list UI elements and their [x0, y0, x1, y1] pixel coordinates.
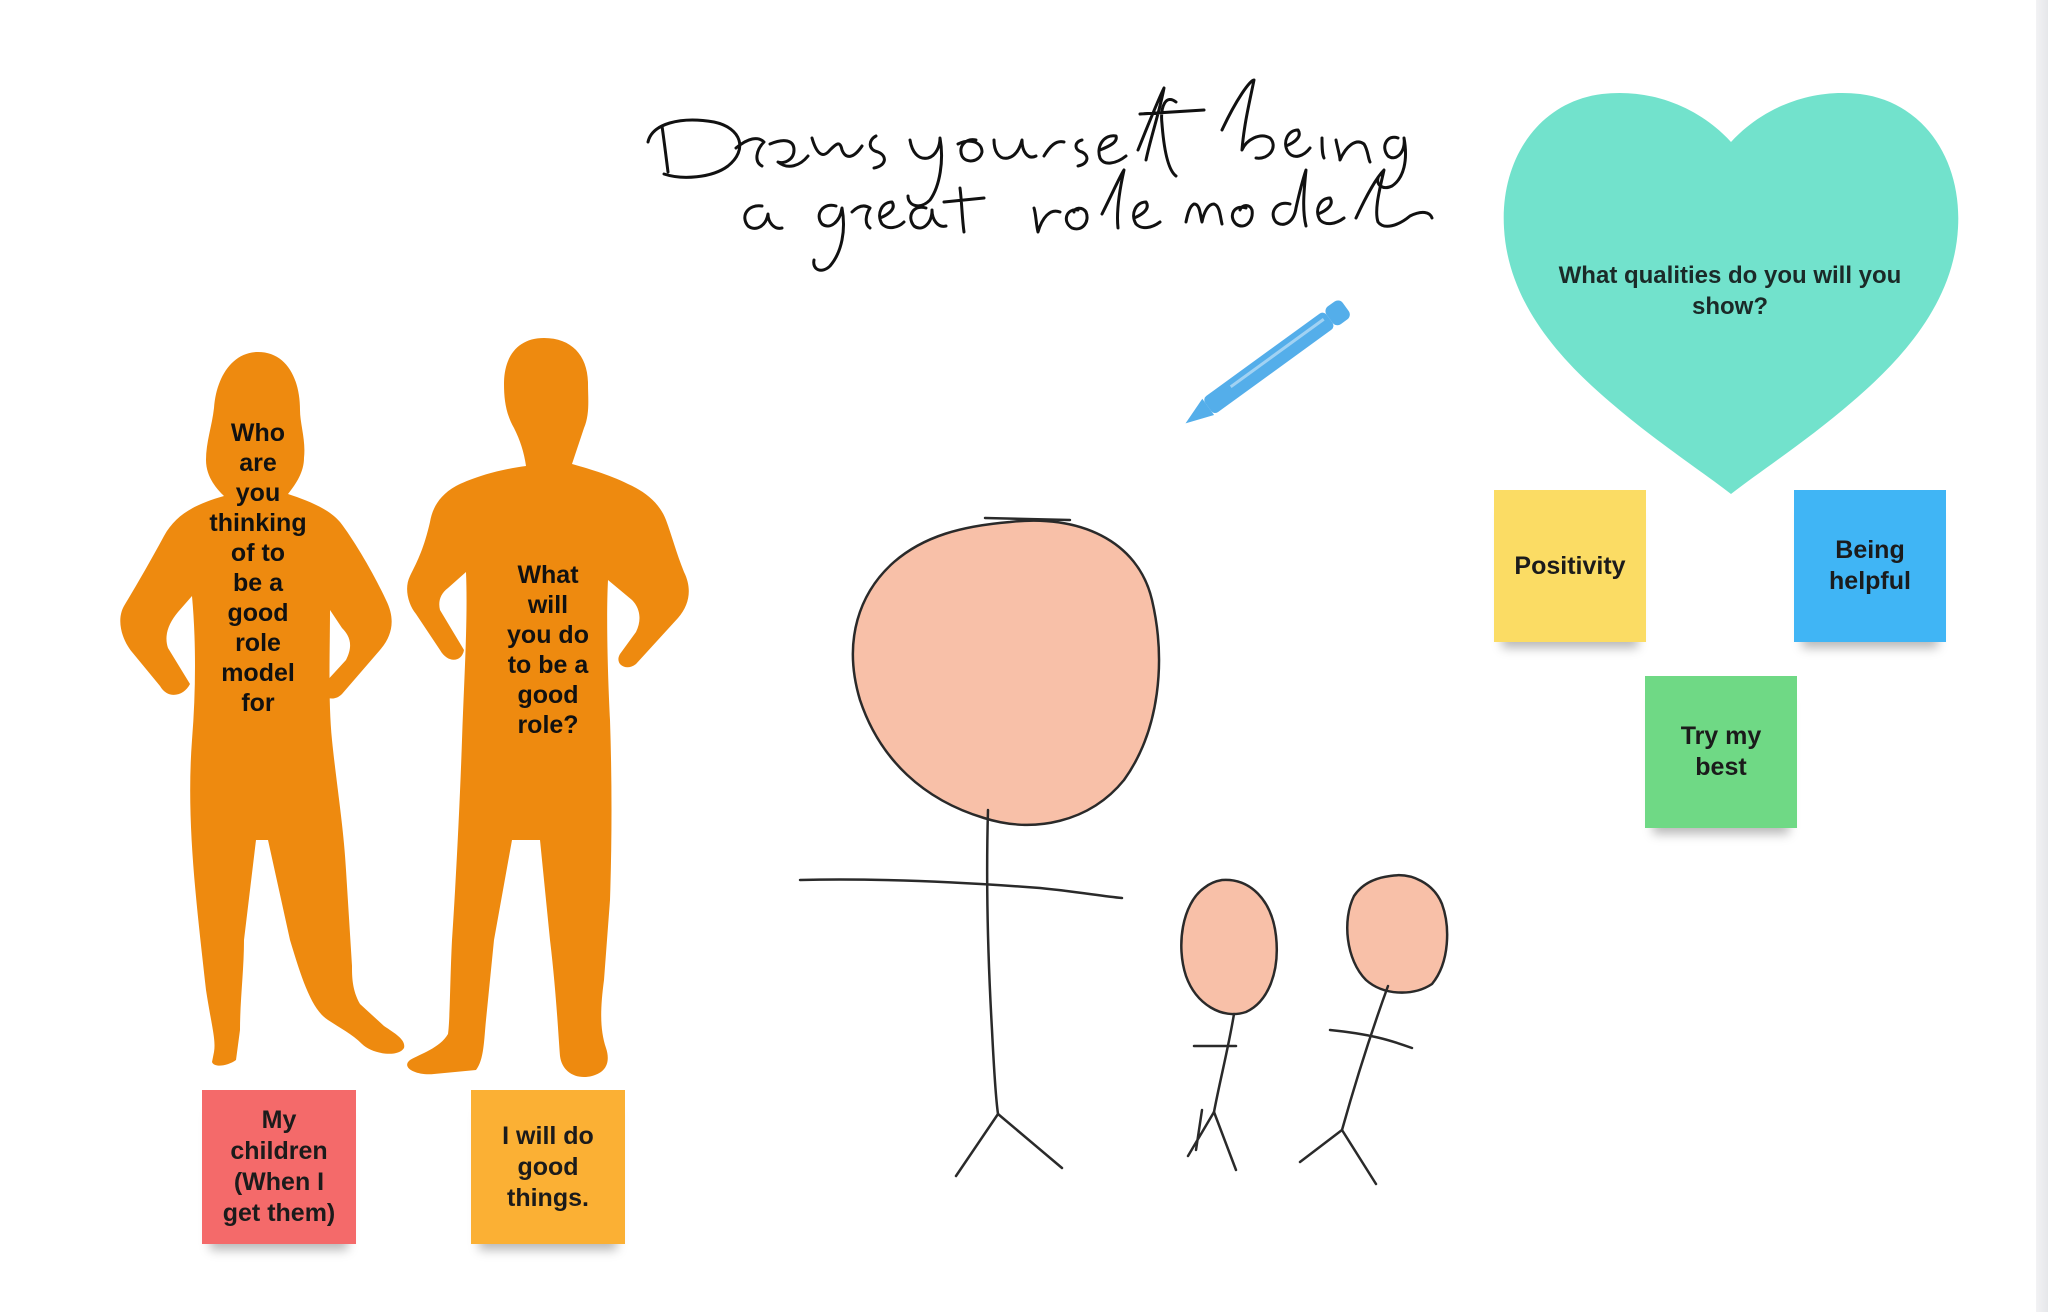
- title-word-a: [743, 204, 784, 230]
- pencil-highlight: [1229, 318, 1325, 389]
- canvas-edge: [2036, 0, 2048, 1312]
- title-word-draw: [646, 118, 886, 179]
- man-question-text: What will you do to be a good role?: [507, 561, 589, 739]
- small-figure-2-head: [1346, 873, 1449, 994]
- title-word-yourself: [906, 86, 1206, 208]
- sticky-note-try-my-best[interactable]: Try my best: [1645, 676, 1797, 828]
- small-figure-2-arms: [1328, 1028, 1414, 1050]
- woman-body-shape: [120, 352, 405, 1066]
- small-figure-2-legs: [1298, 1128, 1378, 1186]
- sticky-note-my-children[interactable]: My children (When I get them): [202, 1090, 356, 1244]
- title-word-being: [1220, 78, 1407, 190]
- big-figure-hair: [983, 516, 1072, 522]
- heart-shape[interactable]: [1503, 92, 1959, 494]
- big-stick-figure[interactable]: [798, 516, 1161, 1178]
- big-figure-arms: [798, 878, 1124, 900]
- small-figure-1-legs: [1186, 1108, 1238, 1172]
- pencil-tip: [1185, 398, 1215, 424]
- handwritten-title[interactable]: [646, 78, 1434, 272]
- big-figure-head: [851, 519, 1161, 827]
- pencil-icon[interactable]: [1179, 298, 1352, 432]
- small-figure-2-body: [1340, 984, 1390, 1132]
- small-stick-figure-1[interactable]: [1180, 878, 1278, 1172]
- title-word-model: [1184, 168, 1434, 228]
- pencil-eraser: [1325, 300, 1350, 326]
- woman-question-text: Who are you thinking of to be a good rol…: [209, 419, 307, 717]
- man-body-shape: [407, 338, 689, 1078]
- heart-fill: [1503, 92, 1959, 494]
- sticky-note-positivity[interactable]: Positivity: [1494, 490, 1646, 642]
- woman-silhouette[interactable]: [120, 352, 405, 1066]
- big-figure-legs: [954, 1112, 1064, 1178]
- man-silhouette[interactable]: [407, 338, 689, 1078]
- small-figure-1-body: [1212, 1012, 1236, 1114]
- heart-question-text: What qualities do you will you show?: [1558, 262, 1902, 320]
- title-word-great: [812, 186, 986, 272]
- big-figure-body: [985, 808, 1000, 1116]
- sticky-note-good-things[interactable]: I will do good things.: [471, 1090, 625, 1244]
- small-figure-1-head: [1180, 878, 1278, 1016]
- title-word-role: [1032, 168, 1162, 234]
- sticky-note-being-helpful[interactable]: Being helpful: [1794, 490, 1946, 642]
- small-stick-figure-2[interactable]: [1298, 873, 1449, 1186]
- pencil-body: [1204, 312, 1334, 414]
